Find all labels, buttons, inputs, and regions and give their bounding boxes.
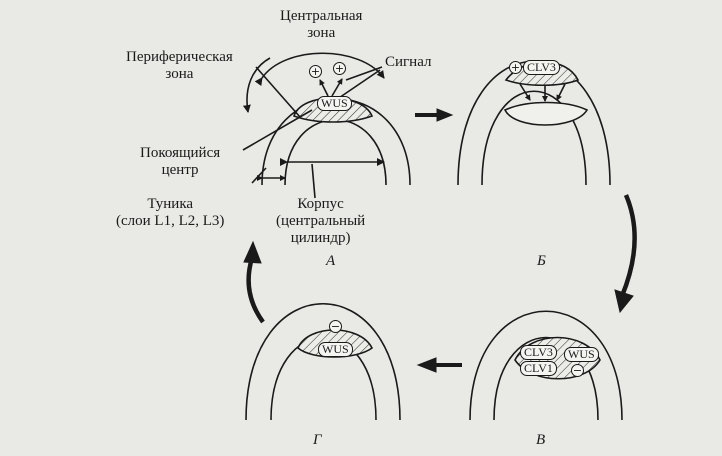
panel-label-a: А: [326, 253, 336, 269]
clv3-box-v: CLV3: [520, 345, 557, 360]
corpus-label: Корпус (центральный цилиндр): [276, 196, 366, 246]
wus-box-a: WUS: [317, 96, 352, 111]
plus-sign-b: +: [509, 61, 522, 74]
plus-sign-a2: +: [333, 62, 346, 75]
central-zone-label: Центральная зона: [280, 8, 363, 41]
minus-sign-v: −: [571, 364, 584, 377]
clv1-box-v: CLV1: [520, 361, 557, 376]
panel-label-b: Б: [537, 253, 546, 269]
panel-g-meristem: [245, 302, 401, 421]
panel-a-meristem: [242, 52, 411, 199]
panel-label-g: Г: [313, 432, 322, 448]
wus-box-g: WUS: [318, 342, 353, 357]
cycle-arrows: [243, 108, 637, 373]
tunica-label: Туника (слои L1, L2, L3): [116, 196, 225, 229]
quiescent-center-label: Покоящийся центр: [140, 145, 221, 178]
panel-label-v: В: [536, 432, 546, 448]
plus-sign-a1: +: [309, 65, 322, 78]
signal-label: Сигнал: [385, 54, 432, 70]
clv3-box-b: CLV3: [523, 60, 560, 75]
panel-b-meristem: [457, 60, 611, 186]
wus-box-v: WUS: [564, 347, 599, 362]
minus-sign-g: −: [329, 320, 342, 333]
peripheral-zone-label: Периферическая зона: [126, 49, 233, 82]
